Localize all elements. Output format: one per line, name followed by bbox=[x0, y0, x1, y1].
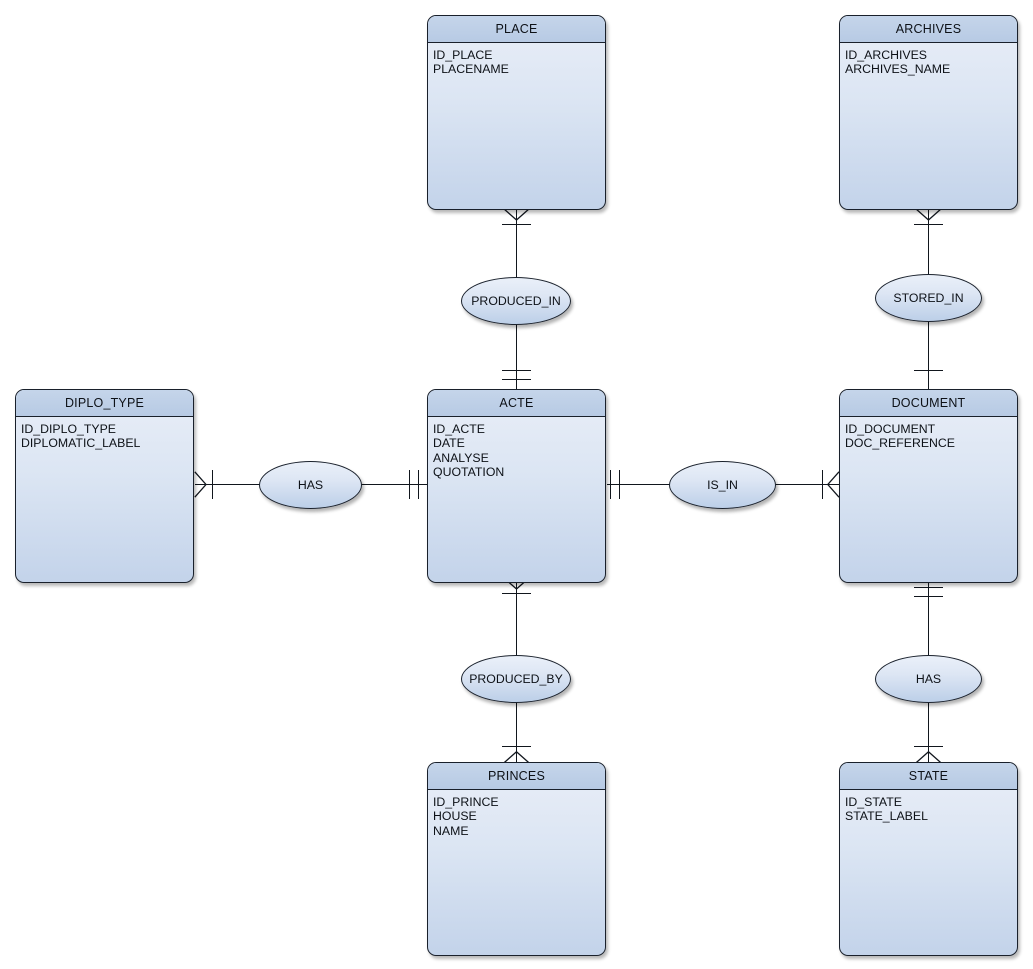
attribute: QUOTATION bbox=[433, 464, 505, 479]
attribute: PLACENAME bbox=[433, 62, 509, 77]
entity-princes-attributes: ID_PRINCE HOUSE NAME bbox=[428, 790, 605, 838]
connector-stored_in-document bbox=[928, 318, 929, 390]
entity-princes[interactable]: PRINCES ID_PRINCE HOUSE NAME bbox=[427, 762, 606, 956]
crowfoot-state-end bbox=[915, 750, 942, 764]
attribute: ARCHIVES_NAME bbox=[845, 62, 951, 77]
connector-archives-stored_in bbox=[928, 210, 929, 278]
entity-archives[interactable]: ARCHIVES ID_ARCHIVES ARCHIVES_NAME bbox=[839, 15, 1018, 210]
entity-acte[interactable]: ACTE ID_ACTE DATE ANALYSE QUOTATION bbox=[427, 389, 606, 583]
attribute: DIPLOMATIC_LABEL bbox=[21, 436, 141, 451]
relationship-produced_by-label: PRODUCED_BY bbox=[469, 672, 563, 686]
entity-diplo_type-title: DIPLO_TYPE bbox=[16, 390, 193, 417]
crowfoot-document-left-end bbox=[826, 471, 840, 498]
entity-state[interactable]: STATE ID_STATE STATE_LABEL bbox=[839, 762, 1018, 956]
relationship-produced_in-label: PRODUCED_IN bbox=[471, 294, 561, 308]
relationship-has-diplo[interactable]: HAS bbox=[259, 461, 362, 509]
attribute: ID_STATE bbox=[845, 795, 902, 809]
tick-acte-bottom-end bbox=[502, 593, 531, 595]
crowfoot-diplo_type-end bbox=[194, 471, 207, 498]
connector-document-has_state bbox=[928, 578, 929, 660]
tick-diplo_type-end bbox=[212, 470, 214, 499]
entity-archives-title: ARCHIVES bbox=[840, 16, 1017, 43]
relationship-has-state-label: HAS bbox=[915, 672, 942, 686]
attribute: ID_PLACE bbox=[433, 48, 493, 62]
relationship-stored_in[interactable]: STORED_IN bbox=[875, 274, 982, 322]
entity-diplo_type-attributes: ID_DIPLO_TYPE DIPLOMATIC_LABEL bbox=[16, 417, 193, 451]
relationship-has-state[interactable]: HAS bbox=[875, 655, 982, 703]
entity-place-title: PLACE bbox=[428, 16, 605, 43]
attribute: ID_DIPLO_TYPE bbox=[21, 422, 116, 436]
entity-place[interactable]: PLACE ID_PLACE PLACENAME bbox=[427, 15, 606, 210]
entity-acte-attributes: ID_ACTE DATE ANALYSE QUOTATION bbox=[428, 417, 605, 479]
entity-state-title: STATE bbox=[840, 763, 1017, 790]
tick-acte-right-outer bbox=[610, 470, 612, 499]
entity-place-attributes: ID_PLACE PLACENAME bbox=[428, 43, 605, 77]
attribute: ID_ARCHIVES bbox=[845, 48, 928, 62]
entity-diplo_type[interactable]: DIPLO_TYPE ID_DIPLO_TYPE DIPLOMATIC_LABE… bbox=[15, 389, 194, 583]
tick-princes-end bbox=[502, 746, 531, 748]
connector-place-produced_in bbox=[516, 210, 517, 282]
connector-acte-produced_by bbox=[516, 578, 517, 660]
connector-produced_by-princes bbox=[516, 698, 517, 763]
attribute: DOC_REFERENCE bbox=[845, 436, 956, 451]
relationship-stored_in-label: STORED_IN bbox=[893, 291, 964, 305]
crowfoot-place-end bbox=[503, 208, 530, 221]
attribute: ID_DOCUMENT bbox=[845, 422, 936, 436]
tick-archives-end bbox=[914, 224, 943, 226]
entity-archives-attributes: ID_ARCHIVES ARCHIVES_NAME bbox=[840, 43, 1017, 77]
entity-acte-title: ACTE bbox=[428, 390, 605, 417]
tick-acte-left-inner bbox=[418, 470, 420, 499]
tick-acte-top-inner bbox=[502, 379, 531, 381]
tick-acte-top-outer bbox=[502, 370, 531, 372]
crowfoot-archives-end bbox=[915, 208, 942, 221]
tick-document-left-end bbox=[822, 470, 824, 499]
tick-document-top bbox=[914, 370, 943, 372]
entity-document[interactable]: DOCUMENT ID_DOCUMENT DOC_REFERENCE bbox=[839, 389, 1018, 583]
connector-acte-is_in bbox=[607, 484, 670, 485]
connector-produced_in-acte bbox=[516, 320, 517, 390]
tick-place-end bbox=[502, 224, 531, 226]
relationship-produced_in[interactable]: PRODUCED_IN bbox=[461, 277, 571, 325]
crowfoot-princes-end bbox=[503, 750, 530, 764]
entity-document-attributes: ID_DOCUMENT DOC_REFERENCE bbox=[840, 417, 1017, 451]
relationship-produced_by[interactable]: PRODUCED_BY bbox=[461, 655, 571, 703]
attribute: ID_PRINCE bbox=[433, 795, 499, 809]
entity-state-attributes: ID_STATE STATE_LABEL bbox=[840, 790, 1017, 824]
entity-princes-title: PRINCES bbox=[428, 763, 605, 790]
attribute: HOUSE bbox=[433, 809, 477, 824]
tick-state-end bbox=[914, 746, 943, 748]
tick-document-bottom-inner bbox=[914, 596, 943, 598]
tick-acte-left-outer bbox=[409, 470, 411, 499]
attribute: DATE bbox=[433, 436, 465, 451]
relationship-has-diplo-label: HAS bbox=[297, 478, 324, 492]
attribute: ID_ACTE bbox=[433, 422, 485, 436]
connector-has-acte bbox=[358, 484, 428, 485]
relationship-is_in[interactable]: IS_IN bbox=[669, 461, 776, 509]
connector-is_in-document bbox=[772, 484, 840, 485]
connector-has_state-state bbox=[928, 698, 929, 763]
attribute: STATE_LABEL bbox=[845, 809, 928, 824]
tick-acte-right-inner bbox=[619, 470, 621, 499]
attribute: NAME bbox=[433, 823, 469, 838]
connector-diplo_type-has bbox=[195, 484, 263, 485]
attribute: ANALYSE bbox=[433, 450, 489, 465]
relationship-is_in-label: IS_IN bbox=[707, 478, 738, 492]
tick-document-bottom-outer bbox=[914, 587, 943, 589]
entity-document-title: DOCUMENT bbox=[840, 390, 1017, 417]
